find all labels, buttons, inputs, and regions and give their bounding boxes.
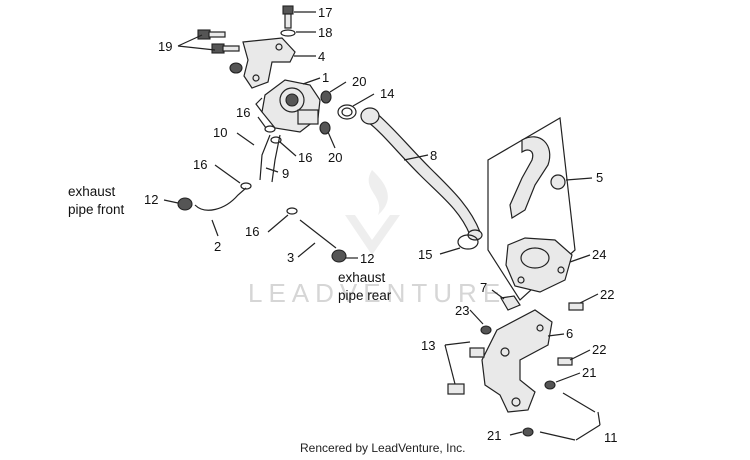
callout-16-a: 16	[236, 105, 250, 120]
part-22-bolts	[557, 302, 584, 366]
note-exhaust-rear-line2: pipe rear	[338, 288, 392, 303]
part-1-air-valve	[255, 79, 321, 133]
callout-12-rear: 12	[360, 251, 374, 266]
callout-16-d: 16	[245, 224, 259, 239]
part-14-clamp	[337, 104, 357, 120]
callout-21-top: 21	[582, 365, 596, 380]
callout-10: 10	[213, 125, 227, 140]
credit-text: Rencered by LeadVenture, Inc.	[300, 441, 465, 455]
note-exhaust-front-line1: exhaust	[68, 184, 116, 199]
part-24-housing	[505, 237, 573, 293]
part-6-bracket	[481, 309, 553, 413]
callout-19: 19	[158, 39, 172, 54]
callout-13: 13	[421, 338, 435, 353]
callout-5: 5	[596, 170, 603, 185]
callout-3: 3	[287, 250, 294, 265]
callout-23: 23	[455, 303, 469, 318]
part-13-spacers	[447, 347, 485, 395]
callout-22-top: 22	[600, 287, 614, 302]
part-9-10-hoses	[259, 134, 281, 183]
callout-20-top: 20	[352, 74, 366, 89]
part-3-hose	[299, 219, 337, 249]
callout-17: 17	[318, 5, 332, 20]
part-20-grommets	[319, 90, 332, 135]
callout-16-b: 16	[298, 150, 312, 165]
part-11-bolts	[539, 392, 596, 441]
part-21-nuts	[522, 380, 556, 437]
part-16-clamps	[240, 125, 298, 215]
part-8-hose	[360, 107, 483, 241]
callout-22-bottom: 22	[592, 342, 606, 357]
callout-1: 1	[322, 70, 329, 85]
callout-2: 2	[214, 239, 221, 254]
part-19-nut	[229, 62, 243, 74]
callout-labels: 17 18 4 19 1 20 14 20 8 5 16 16 10 9 16 …	[144, 5, 618, 445]
watermark-text: LEADVENTURE	[248, 278, 506, 308]
part-15-clamp	[457, 234, 479, 250]
callout-15: 15	[418, 247, 432, 262]
callout-11: 11	[604, 430, 618, 445]
callout-18: 18	[318, 25, 332, 40]
callout-9: 9	[282, 166, 289, 181]
callout-12-front: 12	[144, 192, 158, 207]
part-7-clip	[500, 295, 521, 311]
callout-24: 24	[592, 247, 606, 262]
part-19-bolts	[197, 29, 240, 54]
callout-4: 4	[318, 49, 325, 64]
callout-20-bottom: 20	[328, 150, 342, 165]
callout-14: 14	[380, 86, 394, 101]
callout-6: 6	[566, 326, 573, 341]
part-18-oring	[280, 29, 296, 37]
note-exhaust-front-line2: pipe front	[68, 202, 125, 217]
callout-16-c: 16	[193, 157, 207, 172]
part-4-bracket	[242, 37, 296, 89]
leader-lines	[163, 11, 601, 441]
part-17-bolt	[282, 5, 294, 29]
part-12-nuts	[177, 197, 347, 263]
callout-7: 7	[480, 280, 487, 295]
part-23-nut	[480, 325, 492, 335]
note-exhaust-rear-line1: exhaust	[338, 270, 386, 285]
part-2-hose	[194, 187, 247, 211]
watermark-logo	[345, 170, 400, 255]
callout-8: 8	[430, 148, 437, 163]
callout-21-bottom: 21	[487, 428, 501, 443]
